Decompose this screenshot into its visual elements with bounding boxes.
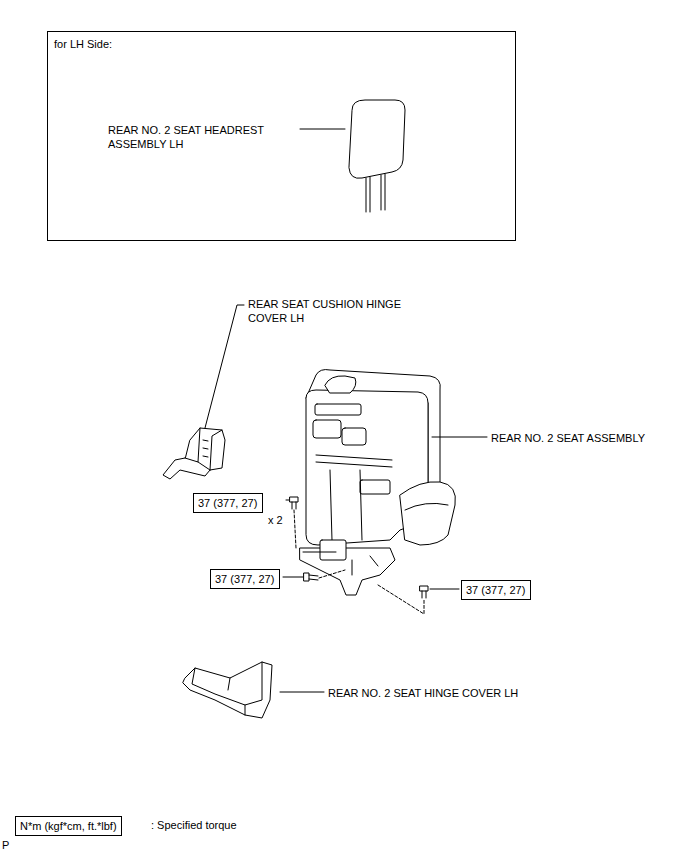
part-name: REAR SEAT CUSHION HINGE COVER LH [248,297,422,325]
legend-note: : Specified torque [151,818,237,832]
part-name: REAR NO. 2 SEAT ASSEMBLY [491,431,645,445]
torque-value: 37 (377, 27) [198,496,257,510]
part-name: REAR NO. 2 SEAT HINGE COVER LH [328,686,518,700]
torque-box: 37 (377, 27) [193,493,263,513]
quantity-note: x 2 [268,513,283,527]
location-frame: for LH Side: REAR NO. 2 SEAT HEADREST ASS… [47,31,516,241]
torque-value: 37 (377, 27) [466,583,525,597]
torque-value: 37 (377, 27) [215,572,274,586]
torque-value: N*m (kgf*cm, ft.*lbf) [20,819,117,833]
cushion-hinge-cover-drawing [163,305,244,479]
page-code: P [2,838,9,852]
part-name: REAR NO. 2 SEAT HEADREST ASSEMBLY LH [108,123,290,151]
frame-heading: for LH Side: [54,37,112,51]
seat-assembly-drawing [300,370,487,595]
torque-box: 37 (377, 27) [210,569,280,589]
bolt-symbols [283,497,459,614]
seat-hinge-cover-drawing [183,662,324,718]
unit-box: N*m (kgf*cm, ft.*lbf) [15,816,122,836]
torque-box: 37 (377, 27) [461,580,531,600]
headrest-drawing [300,100,405,212]
